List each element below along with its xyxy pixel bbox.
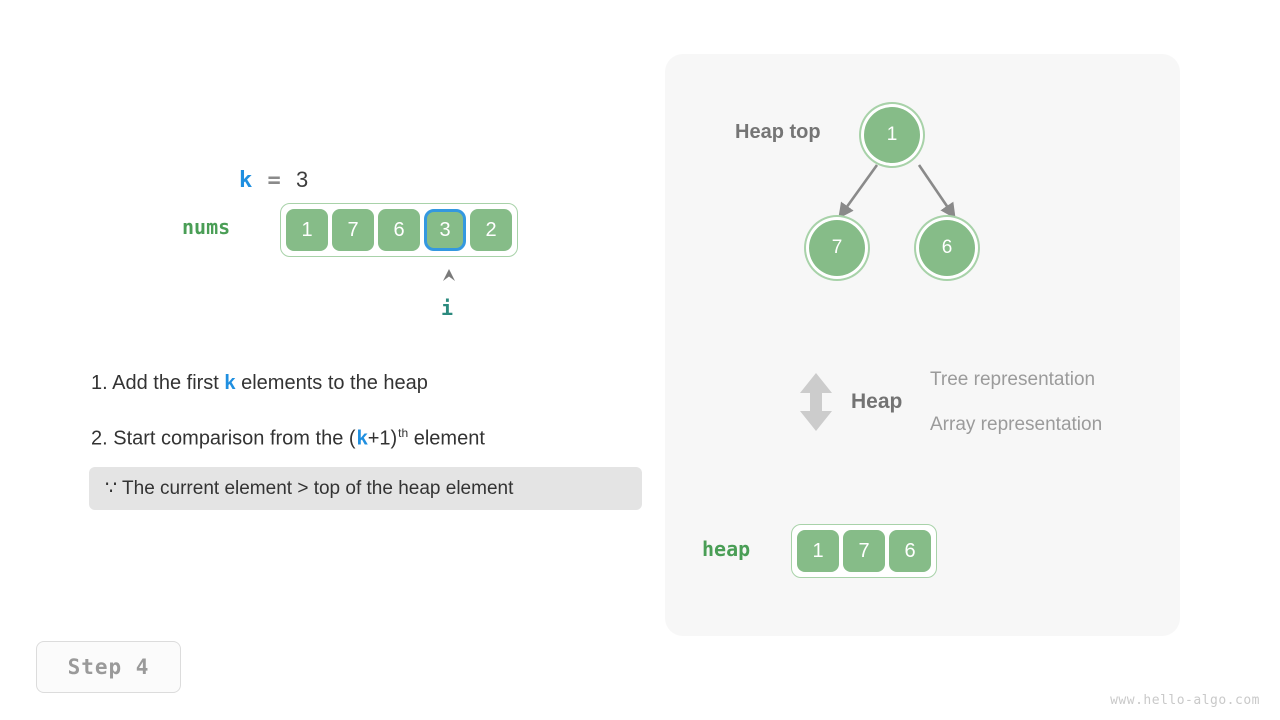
nums-cell-3-selected[interactable]: 3 — [424, 209, 466, 251]
reason-highlight-box: ∵ The current element > top of the heap … — [89, 467, 642, 510]
nums-cell-1[interactable]: 7 — [332, 209, 374, 251]
step2-suffix: element — [408, 427, 485, 450]
step1-k-variable: k — [224, 372, 236, 394]
nums-cell-4[interactable]: 2 — [470, 209, 512, 251]
heap-cell-2[interactable]: 6 — [889, 530, 931, 572]
up-down-arrow-icon — [796, 371, 836, 438]
equals-sign: = — [267, 168, 282, 193]
watermark: www.hello-algo.com — [1110, 693, 1260, 708]
legend-tree-representation: Tree representation — [930, 369, 1096, 390]
k-assignment: k = 3 — [182, 142, 309, 218]
heap-top-label: Heap top — [735, 121, 821, 143]
instruction-step-1: 1. Add the first k elements to the heap — [91, 372, 428, 395]
tree-node-left-child[interactable]: 7 — [809, 220, 865, 276]
step2-ordinal-suffix: th — [398, 426, 409, 440]
heap-array-label: heap — [702, 537, 751, 561]
step2-k-variable: k — [356, 427, 368, 450]
tree-node-right-child[interactable]: 6 — [919, 220, 975, 276]
tree-node-root[interactable]: 1 — [864, 107, 920, 163]
step2-paren-open: ( — [348, 427, 357, 450]
k-value: 3 — [295, 167, 310, 192]
k-variable: k — [238, 168, 254, 193]
nums-array: 1 7 6 3 2 — [280, 203, 518, 257]
nums-cell-2[interactable]: 6 — [378, 209, 420, 251]
index-pointer-label: i — [441, 296, 454, 320]
heap-cell-1[interactable]: 7 — [843, 530, 885, 572]
heap-cell-0[interactable]: 1 — [797, 530, 839, 572]
step-badge: Step 4 — [36, 641, 181, 693]
step1-prefix: 1. Add the first — [91, 372, 225, 394]
legend-heap-title: Heap — [851, 390, 903, 413]
nums-cell-0[interactable]: 1 — [286, 209, 328, 251]
legend-array-representation: Array representation — [930, 414, 1103, 435]
step2-plus: +1 — [367, 427, 391, 450]
reason-text: ∵ The current element > top of the heap … — [105, 478, 514, 499]
step2-prefix: 2. Start comparison from the — [91, 427, 349, 450]
nums-label: nums — [182, 215, 231, 239]
heap-array: 1 7 6 — [791, 524, 937, 578]
left-pane: k = 3 nums 1 7 6 3 2 i 1. Add the first … — [36, 142, 642, 693]
instruction-step-2: 2. Start comparison from the (k+1)th ele… — [91, 426, 485, 451]
step1-suffix: elements to the heap — [235, 372, 428, 394]
step2-paren-close: ) — [390, 427, 399, 450]
